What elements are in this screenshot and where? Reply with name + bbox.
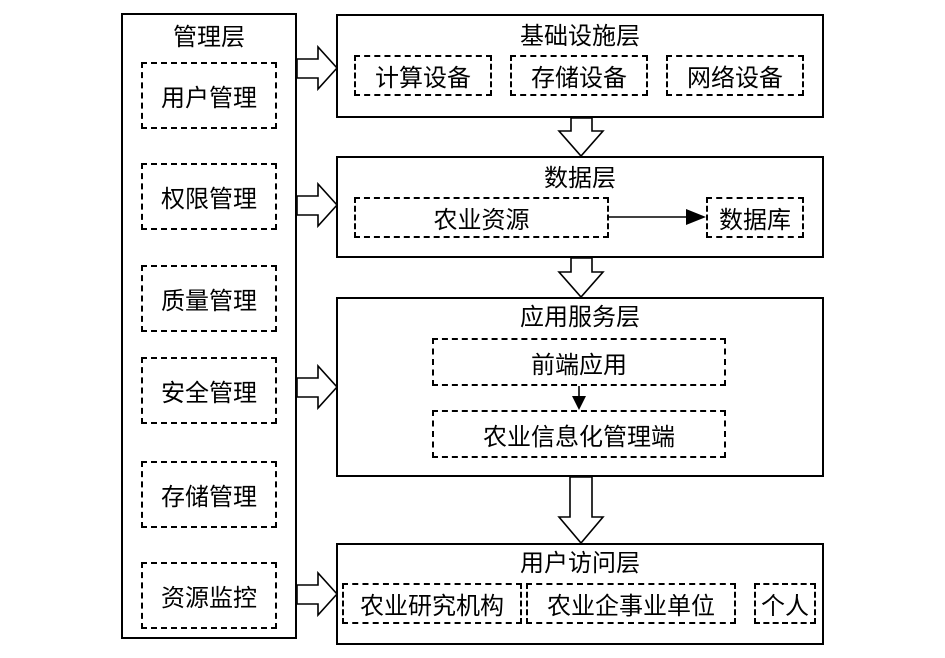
data-source-agri-resources: 农业资源 <box>354 197 609 238</box>
arrow-management-to-data <box>296 181 339 229</box>
data-layer-title: 数据层 <box>544 164 616 192</box>
arrow-data-to-service <box>557 257 605 299</box>
management-item-quality: 质量管理 <box>141 265 277 332</box>
data-target-database: 数据库 <box>706 197 804 238</box>
infrastructure-item-compute: 计算设备 <box>354 55 492 96</box>
management-item-security: 安全管理 <box>141 357 277 424</box>
management-item-storage: 存储管理 <box>141 461 277 528</box>
service-management-backend: 农业信息化管理端 <box>432 410 726 458</box>
arrow-infrastructure-to-data <box>557 117 605 158</box>
infrastructure-layer-title: 基础设施层 <box>520 22 640 50</box>
arrow-management-to-user <box>296 570 339 618</box>
management-item-permission: 权限管理 <box>141 163 277 230</box>
arrow-resources-to-database-head <box>686 209 706 225</box>
user-item-research-institutions: 农业研究机构 <box>342 583 522 624</box>
management-item-user: 用户管理 <box>141 62 277 129</box>
management-item-monitoring: 资源监控 <box>141 562 277 629</box>
arrow-management-to-service <box>296 363 339 411</box>
infrastructure-item-network: 网络设备 <box>666 55 804 96</box>
service-frontend: 前端应用 <box>432 338 726 386</box>
arrow-frontend-to-backend-head <box>572 396 586 410</box>
user-item-individual: 个人 <box>754 583 816 624</box>
arrow-management-to-infrastructure <box>296 44 339 92</box>
service-layer-title: 应用服务层 <box>520 303 640 331</box>
management-layer-title: 管理层 <box>173 23 245 51</box>
infrastructure-item-storage: 存储设备 <box>510 55 648 96</box>
user-access-layer-title: 用户访问层 <box>520 549 640 577</box>
arrow-service-to-user <box>557 476 605 545</box>
user-item-enterprises: 农业企事业单位 <box>526 583 736 624</box>
